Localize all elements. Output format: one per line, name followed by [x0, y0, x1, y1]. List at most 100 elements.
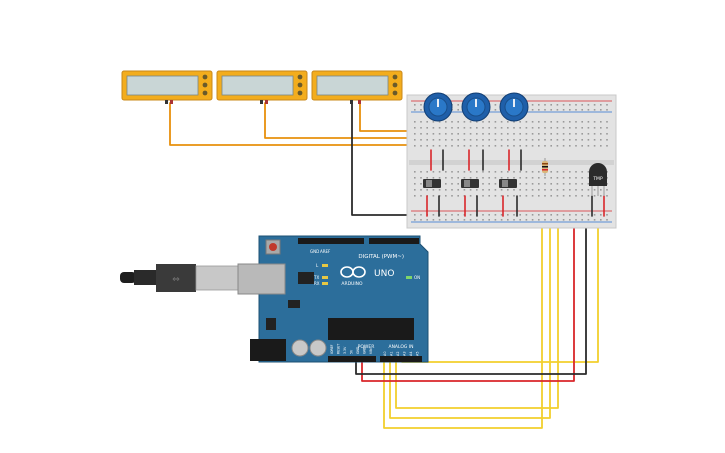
- breadboard-hole: [538, 214, 540, 216]
- breadboard-hole: [538, 104, 540, 106]
- potentiometer-1[interactable]: [423, 92, 453, 122]
- breadboard-hole: [507, 189, 509, 191]
- lcd-display-2[interactable]: [216, 70, 308, 104]
- breadboard-hole: [531, 104, 534, 106]
- breadboard-hole: [445, 127, 447, 129]
- breadboard-hole: [451, 121, 453, 123]
- breadboard-hole: [438, 171, 441, 173]
- breadboard-hole: [569, 127, 571, 129]
- breadboard-hole: [457, 145, 459, 147]
- breadboard-hole: [575, 195, 577, 197]
- wire-yellow-a1[interactable]: [389, 159, 551, 419]
- breadboard-hole: [426, 127, 428, 129]
- breadboard-hole: [457, 139, 459, 141]
- led-rx-icon: [322, 282, 328, 285]
- led-tx-label: TX: [313, 275, 319, 280]
- breadboard-hole: [556, 104, 559, 106]
- breadboard-hole: [606, 219, 608, 221]
- breadboard-hole: [600, 195, 602, 197]
- breadboard-hole: [451, 171, 453, 173]
- breadboard-hole: [562, 139, 565, 141]
- breadboard-hole: [575, 104, 577, 106]
- breadboard-hole: [538, 183, 540, 185]
- breadboard-hole: [476, 139, 478, 141]
- breadboard-hole: [519, 214, 521, 216]
- lcd-display-3[interactable]: [311, 70, 403, 104]
- breadboard-hole: [432, 171, 435, 173]
- breadboard-hole: [581, 214, 583, 216]
- breadboard-hole: [469, 121, 472, 123]
- breadboard-hole: [531, 139, 534, 141]
- breadboard-hole: [420, 145, 422, 147]
- breadboard-hole: [581, 145, 583, 147]
- breadboard-hole: [587, 171, 590, 173]
- breadboard-hole: [538, 121, 540, 123]
- breadboard-hole: [420, 171, 422, 173]
- breadboard-hole: [451, 195, 453, 197]
- breadboard-hole: [550, 219, 552, 221]
- potentiometer-3[interactable]: [499, 92, 529, 122]
- breadboard-hole: [482, 177, 484, 179]
- wire-black-gnd[interactable]: [355, 221, 587, 375]
- usb-cable[interactable]: ⇔: [120, 264, 243, 292]
- breadboard-hole: [519, 133, 521, 135]
- breadboard-hole: [445, 183, 447, 185]
- arduino-uno-board[interactable]: DIGITAL (PWM~) AREF GND UNO ARDUINO L TX…: [237, 235, 429, 363]
- breadboard-hole: [488, 121, 490, 123]
- breadboard-hole: [420, 109, 422, 111]
- breadboard-hole: [606, 189, 608, 191]
- breadboard-hole: [525, 183, 528, 185]
- lcd-display-1[interactable]: [121, 70, 213, 104]
- breadboard-hole: [550, 121, 552, 123]
- breadboard-hole: [476, 171, 478, 173]
- wire-yellow-a0[interactable]: [383, 159, 543, 429]
- breadboard-hole: [476, 219, 478, 221]
- breadboard-hole: [432, 195, 435, 197]
- breadboard-hole: [420, 219, 422, 221]
- power-jack: [250, 339, 286, 361]
- breadboard-hole: [438, 219, 441, 221]
- sensor-label: TMP: [592, 176, 603, 182]
- breadboard-hole: [482, 121, 484, 123]
- breadboard-hole: [606, 145, 608, 147]
- breadboard-hole: [556, 195, 559, 197]
- breadboard-hole: [593, 127, 596, 129]
- breadboard-hole: [600, 104, 602, 106]
- breadboard-hole: [606, 195, 608, 197]
- breadboard-hole: [513, 133, 515, 135]
- gnd-label: GND: [310, 249, 319, 254]
- breadboard-hole: [525, 219, 528, 221]
- wire-lcd-ground[interactable]: [351, 102, 419, 216]
- breadboard-hole: [482, 183, 484, 185]
- breadboard-hole: [575, 109, 577, 111]
- breadboard-hole: [438, 145, 441, 147]
- breadboard-hole: [494, 121, 497, 123]
- breadboard-hole: [538, 195, 540, 197]
- breadboard-hole: [569, 121, 571, 123]
- breadboard-hole: [538, 127, 540, 129]
- breadboard-hole: [438, 127, 441, 129]
- breadboard-hole: [600, 214, 602, 216]
- resistor[interactable]: [542, 158, 548, 176]
- slide-switch-1[interactable]: [423, 179, 441, 188]
- slide-switch-2[interactable]: [461, 179, 479, 188]
- potentiometer-2[interactable]: [461, 92, 491, 122]
- reset-button[interactable]: [269, 243, 277, 251]
- temperature-sensor[interactable]: TMP: [589, 163, 607, 196]
- breadboard-hole: [469, 195, 472, 197]
- breadboard-hole: [593, 195, 596, 197]
- breadboard-hole: [457, 127, 459, 129]
- breadboard-hole: [581, 177, 583, 179]
- breadboard-hole: [482, 145, 484, 147]
- breadboard-hole: [550, 133, 552, 135]
- breadboard-hole: [562, 171, 565, 173]
- breadboard-hole: [476, 127, 478, 129]
- breadboard-hole: [525, 145, 528, 147]
- breadboard-hole: [556, 109, 559, 111]
- breadboard-hole: [575, 214, 577, 216]
- slide-switch-3[interactable]: [499, 179, 517, 188]
- breadboard-hole: [575, 139, 577, 141]
- wire-yellow-a2[interactable]: [395, 159, 559, 409]
- breadboard-hole: [593, 133, 596, 135]
